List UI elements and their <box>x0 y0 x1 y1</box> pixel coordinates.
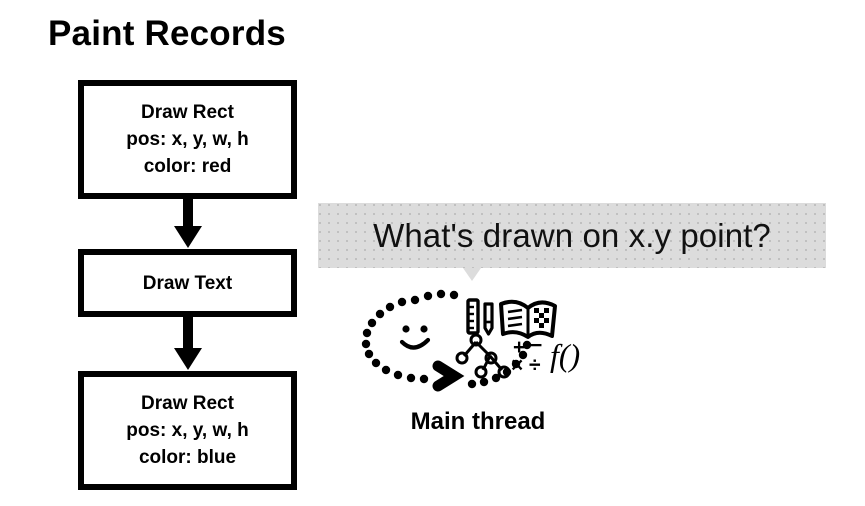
svg-text:f(): f() <box>550 337 580 373</box>
paint-record-line: pos: x, y, w, h <box>126 129 249 150</box>
tree-graph-icon <box>455 333 511 379</box>
paint-record-box-draw-rect-red: Draw Rect pos: x, y, w, h color: red <box>78 80 297 199</box>
paint-record-line: color: red <box>143 156 232 177</box>
paint-record-box-draw-text: Draw Text <box>78 249 297 317</box>
arrow-head <box>174 226 202 248</box>
open-book-icon <box>499 299 557 339</box>
smiley-face-icon <box>399 325 431 350</box>
flow-arrow-down <box>174 317 202 371</box>
paint-record-line: Draw Rect <box>141 102 234 123</box>
paint-record-line: Draw Rect <box>141 393 234 414</box>
paint-record-line: pos: x, y, w, h <box>126 420 249 441</box>
svg-text:−: − <box>530 334 542 357</box>
arrow-shaft <box>183 317 193 349</box>
chevron-arrow-icon <box>432 360 465 392</box>
flow-arrow-down <box>174 199 202 249</box>
svg-text:÷: ÷ <box>529 354 541 377</box>
speech-bubble: What's drawn on x.y point? <box>318 203 826 268</box>
page-title: Paint Records <box>48 14 286 53</box>
main-thread-label: Main thread <box>410 408 546 435</box>
speech-bubble-tail <box>463 268 481 281</box>
arrow-head <box>174 348 202 370</box>
thinking-doodle-illustration: + − × ÷ f() <box>358 282 598 400</box>
pencil-icon <box>483 302 494 336</box>
paint-record-box-draw-rect-blue: Draw Rect pos: x, y, w, h color: blue <box>78 371 297 490</box>
paint-record-line: color: blue <box>138 447 237 468</box>
svg-text:×: × <box>511 354 523 377</box>
svg-text:+: + <box>513 336 525 359</box>
paint-record-line: Draw Text <box>142 272 233 294</box>
speech-bubble-text: What's drawn on x.y point? <box>373 216 771 254</box>
dotted-oval-icon <box>361 289 532 389</box>
ruler-icon <box>466 298 480 335</box>
function-notation-icon: f() <box>550 337 580 373</box>
arrow-shaft <box>183 199 193 227</box>
math-symbols-icon: + − × ÷ <box>511 334 542 377</box>
